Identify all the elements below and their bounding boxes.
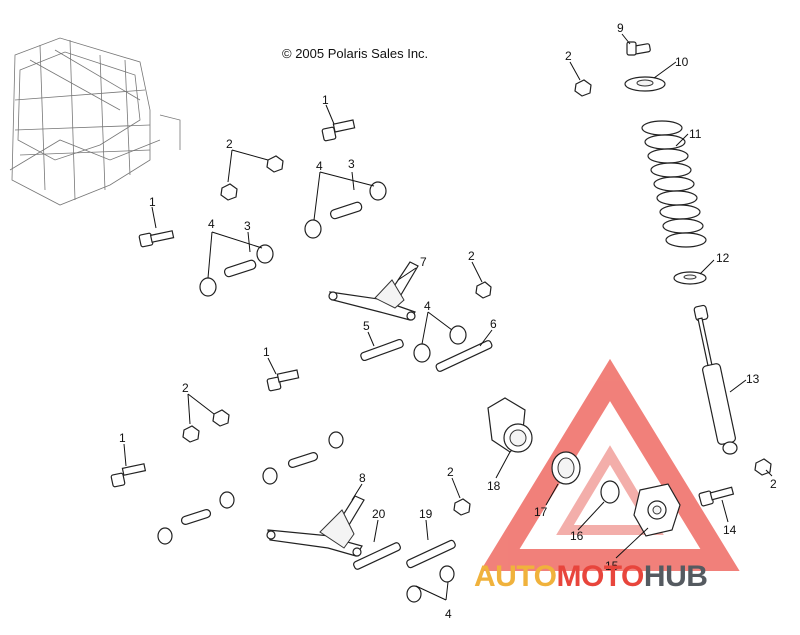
callout-4b: 4 (316, 159, 323, 173)
callout-4a: 4 (208, 217, 215, 231)
callout-2f: 2 (770, 477, 777, 491)
callout-19: 19 (419, 507, 433, 521)
watermark-logo-mark (480, 358, 740, 571)
spring-retainer-10 (624, 76, 666, 92)
spring-seat-12 (673, 271, 707, 285)
vehicle-frame (9, 37, 181, 206)
svg-text:AUTOMOTOHUB: AUTOMOTOHUB (474, 560, 707, 593)
bolt-14 (698, 486, 735, 507)
callout-6: 6 (490, 317, 497, 331)
hub-15 (633, 483, 681, 537)
callout-9: 9 (617, 21, 624, 35)
bushing-set-mid (413, 325, 467, 363)
callout-17: 17 (534, 505, 548, 519)
callout-1d: 1 (119, 431, 126, 445)
a-arm-upper-7 (328, 261, 419, 321)
bearing-carrier-18 (487, 397, 533, 453)
bolt-1d (110, 463, 147, 488)
callout-15: 15 (605, 559, 619, 573)
bolt-1c (266, 369, 300, 392)
callout-1a: 1 (149, 195, 156, 209)
pin-6 (435, 340, 493, 372)
snap-ring-16 (600, 480, 620, 504)
watermark-hub: HUB (644, 560, 708, 593)
bolt-1a (138, 230, 175, 248)
bushing-set-lower-right (406, 565, 455, 603)
callout-3a: 3 (244, 219, 251, 233)
callout-8: 8 (359, 471, 366, 485)
bearing-17 (551, 451, 581, 485)
callout-18: 18 (487, 479, 501, 493)
callout-5: 5 (363, 319, 370, 333)
watermark-moto: MOTO (556, 560, 644, 593)
leader-lines (123, 33, 773, 601)
callout-10: 10 (675, 55, 689, 69)
callout-1b: 1 (322, 93, 329, 107)
callout-11: 11 (689, 127, 702, 141)
bolt-9 (626, 41, 651, 56)
bushing-set-upper-mid (304, 181, 387, 239)
callout-20: 20 (372, 507, 386, 521)
a-arm-lower-8 (266, 495, 365, 557)
shock-13 (693, 304, 738, 455)
callout-13: 13 (746, 372, 760, 386)
bushing-set-upper-left (199, 244, 274, 297)
callout-3b: 3 (348, 157, 355, 171)
watermark-wordmark: AUTOMOTOHUB (474, 560, 708, 593)
spring-11 (641, 120, 707, 248)
callout-2d: 2 (447, 465, 454, 479)
callout-1c: 1 (263, 345, 270, 359)
callout-4c: 4 (424, 299, 431, 313)
nut-2-group (182, 79, 772, 516)
bolt-1b (321, 119, 356, 142)
callout-16: 16 (570, 529, 584, 543)
callout-2b: 2 (468, 249, 475, 263)
pin-19 (406, 539, 456, 569)
callout-2c: 2 (182, 381, 189, 395)
pin-20 (353, 542, 401, 570)
copyright-notice: © 2005 Polaris Sales Inc. (282, 46, 429, 61)
pin-5 (360, 338, 404, 362)
callout-4d: 4 (445, 607, 452, 621)
callout-2e: 2 (565, 49, 572, 63)
callout-2a: 2 (226, 137, 233, 151)
watermark-auto: AUTO (474, 560, 557, 593)
bushing-set-lower-left (157, 431, 344, 545)
callout-7: 7 (420, 255, 427, 269)
callout-14: 14 (723, 523, 737, 537)
callout-12: 12 (716, 251, 730, 265)
callout-labels: 1 2 4 3 1 4 3 7 2 5 4 6 1 2 1 8 20 19 4 … (119, 21, 777, 621)
